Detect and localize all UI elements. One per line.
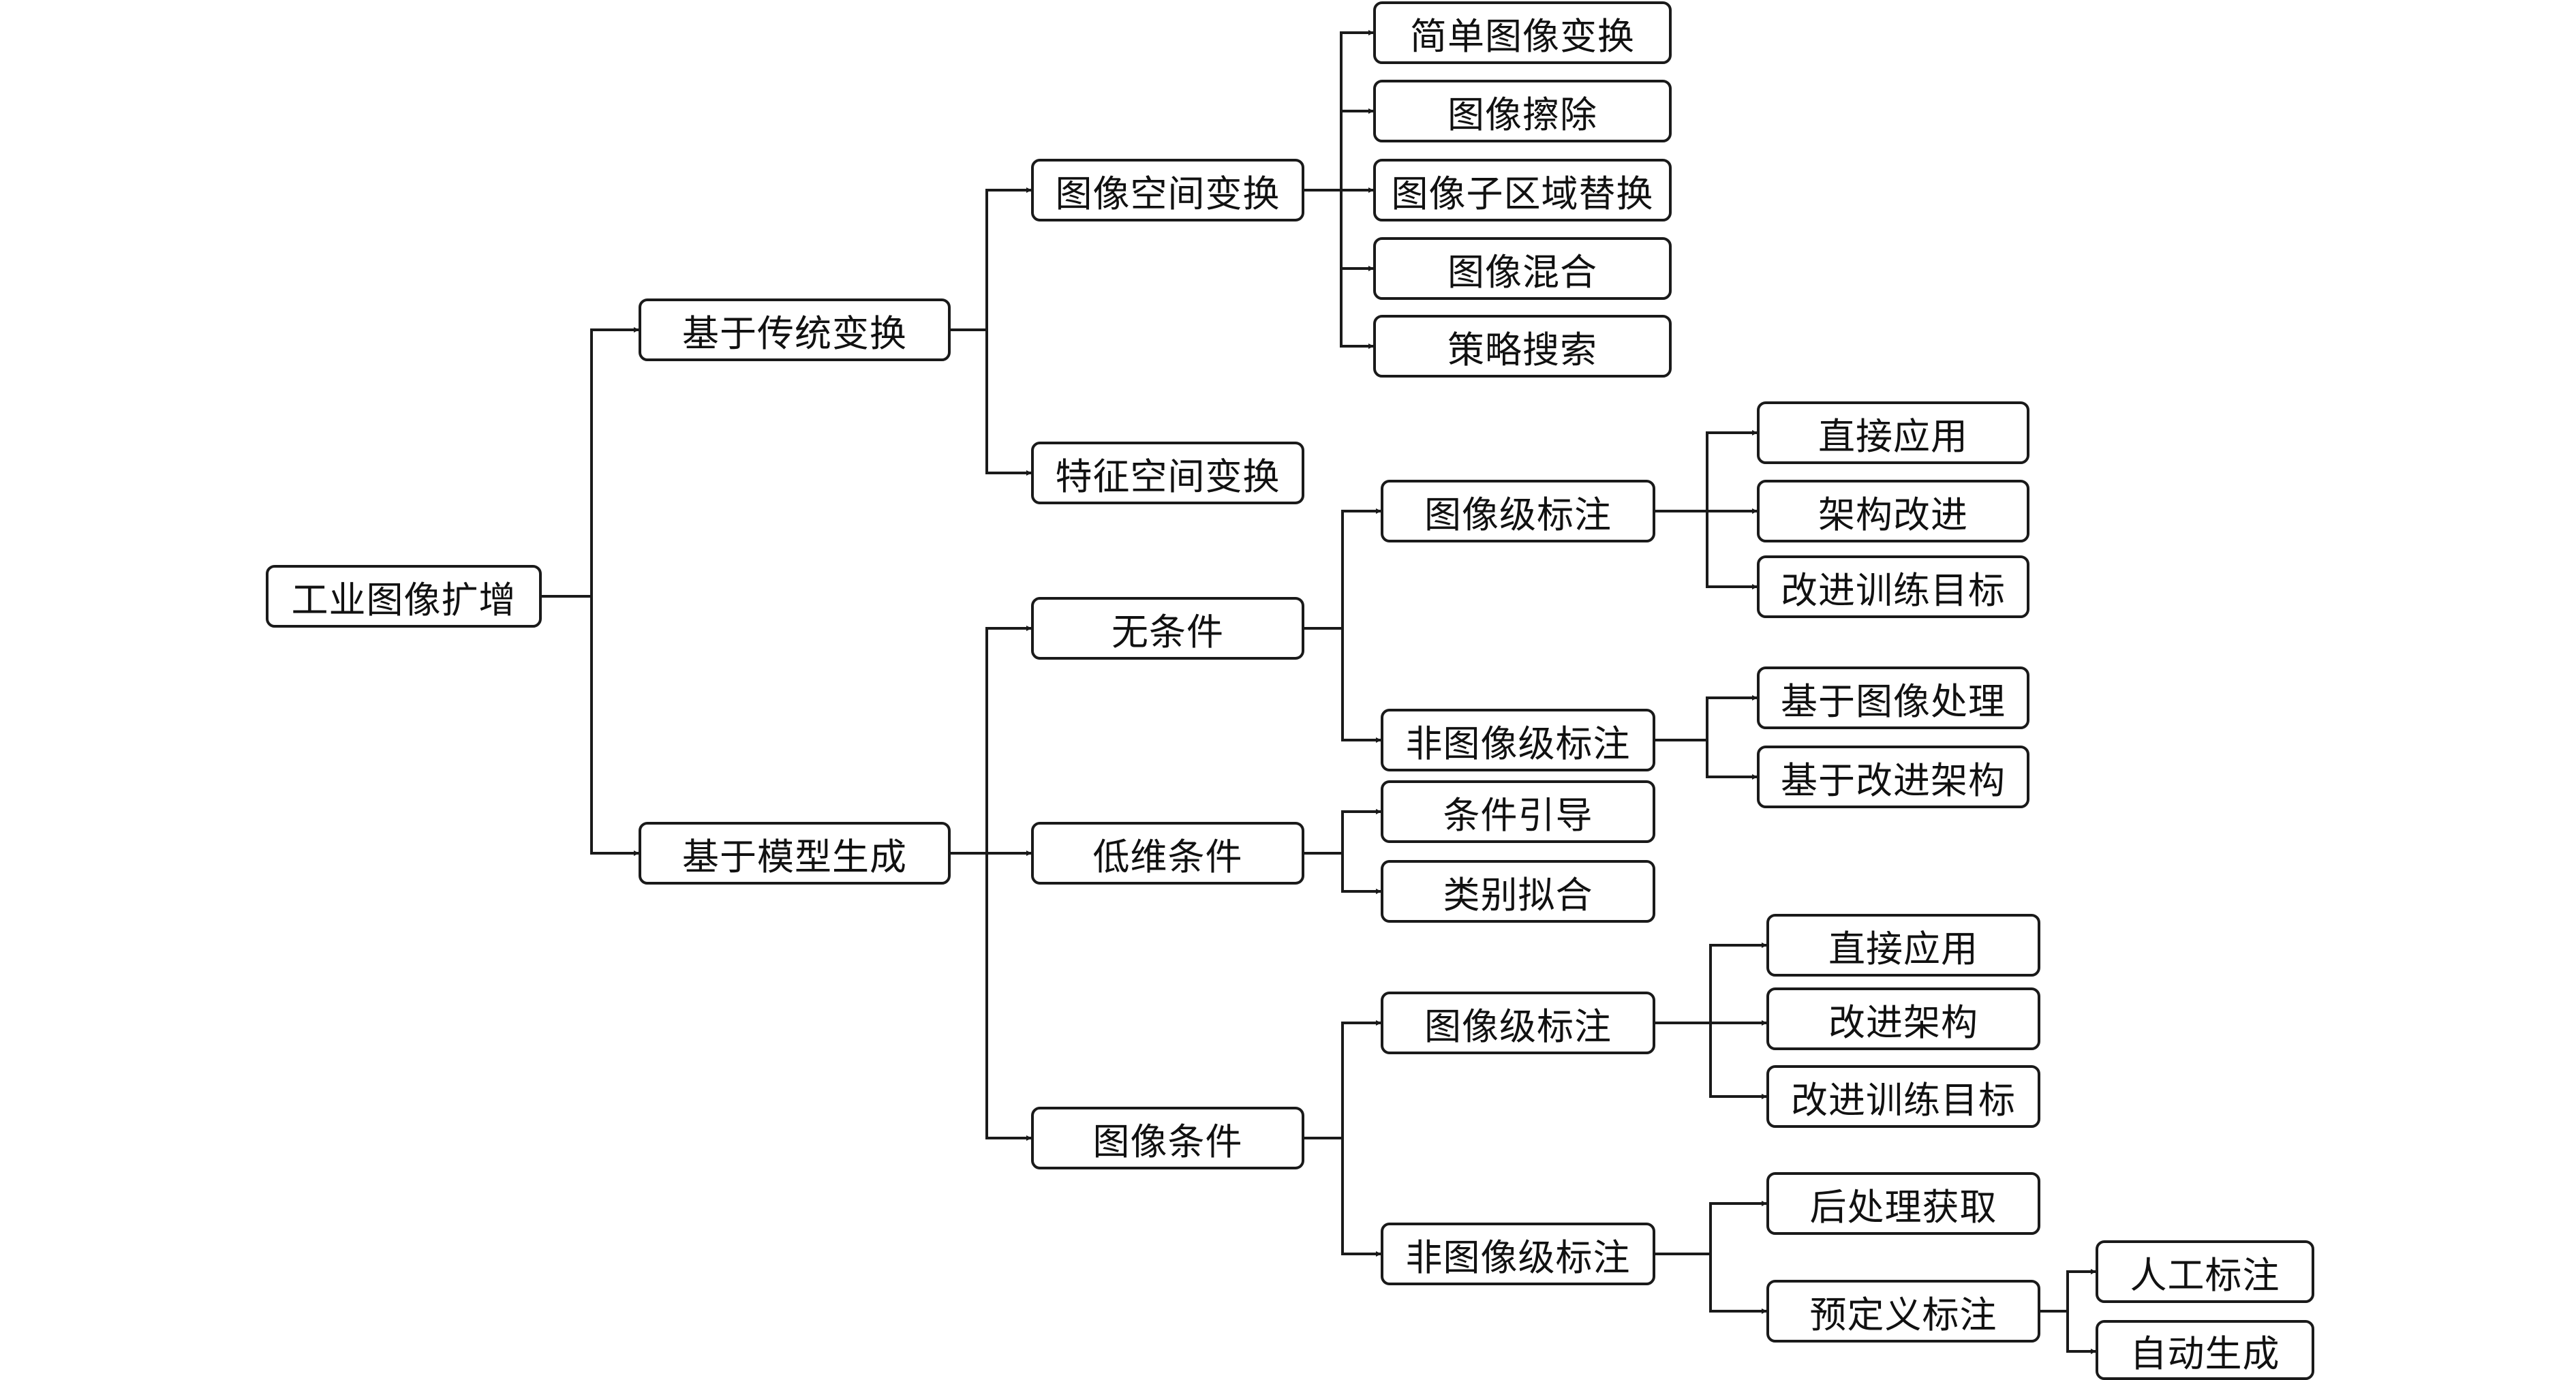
node-uncond-improved-arch: 基于改进架构 [1757, 746, 2029, 808]
node-feature-space-transform: 特征空间变换 [1031, 442, 1304, 504]
node-unconditional: 无条件 [1031, 597, 1304, 660]
node-root: 工业图像扩增 [266, 565, 542, 628]
node-image-erasing: 图像擦除 [1373, 80, 1672, 142]
node-imgcond-image-level-label: 图像级标注 [1381, 992, 1655, 1054]
node-image-subregion-replace: 图像子区域替换 [1373, 159, 1672, 221]
node-auto-generation: 自动生成 [2096, 1320, 2314, 1380]
node-image-mixing: 图像混合 [1373, 237, 1672, 300]
node-imgcond-direct-apply: 直接应用 [1766, 914, 2040, 977]
node-traditional-transform: 基于传统变换 [639, 298, 951, 361]
node-imgcond-improve-objective: 改进训练目标 [1766, 1065, 2040, 1128]
node-policy-search: 策略搜索 [1373, 315, 1672, 378]
node-uncond-non-image-level-label: 非图像级标注 [1381, 709, 1655, 771]
node-uncond-image-level-label: 图像级标注 [1381, 480, 1655, 542]
node-post-processing: 后处理获取 [1766, 1172, 2040, 1235]
node-simple-image-transform: 简单图像变换 [1373, 1, 1672, 64]
node-class-fitting: 类别拟合 [1381, 860, 1655, 923]
node-uncond-image-processing: 基于图像处理 [1757, 666, 2029, 729]
node-low-dim-condition: 低维条件 [1031, 822, 1304, 885]
node-condition-guidance: 条件引导 [1381, 780, 1655, 843]
node-imgcond-non-image-level-label: 非图像级标注 [1381, 1223, 1655, 1285]
node-uncond-improve-objective: 改进训练目标 [1757, 555, 2029, 618]
node-uncond-arch-improve: 架构改进 [1757, 480, 2029, 542]
node-manual-annotation: 人工标注 [2096, 1240, 2314, 1303]
node-uncond-direct-apply: 直接应用 [1757, 401, 2029, 464]
node-predefined-label: 预定义标注 [1766, 1280, 2040, 1343]
node-image-space-transform: 图像空间变换 [1031, 159, 1304, 221]
node-model-generation: 基于模型生成 [639, 822, 951, 885]
node-image-condition: 图像条件 [1031, 1107, 1304, 1169]
node-imgcond-improve-arch: 改进架构 [1766, 987, 2040, 1050]
